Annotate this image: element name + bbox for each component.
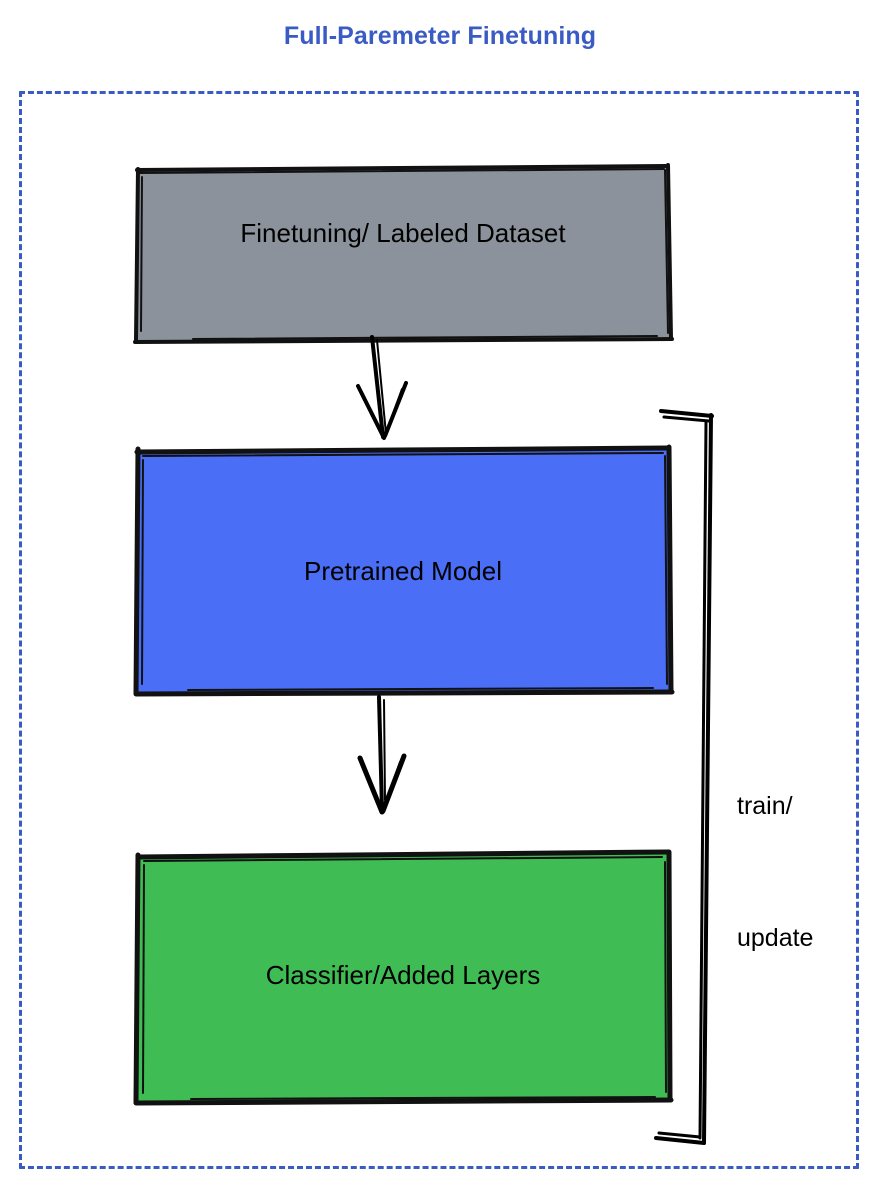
feedback-label-line-1: train/: [737, 792, 793, 820]
full-parameter-finetuning-boundary: [19, 91, 859, 1169]
node-finetuning-labeled-dataset[interactable]: Finetuning/ Labeled Dataset: [133, 163, 674, 344]
feedback-label: train/ update: [737, 696, 813, 1048]
node-pretrained-model[interactable]: Pretrained Model: [133, 444, 675, 697]
pretrained-box-shape: [133, 444, 675, 697]
classifier-box-shape: [133, 849, 674, 1106]
feedback-label-line-2: update: [737, 924, 814, 952]
dataset-box-shape: [133, 163, 674, 344]
node-classifier-added-layers[interactable]: Classifier/Added Layers: [133, 848, 674, 1106]
page-title: Full-Paremeter Finetuning: [283, 22, 597, 50]
